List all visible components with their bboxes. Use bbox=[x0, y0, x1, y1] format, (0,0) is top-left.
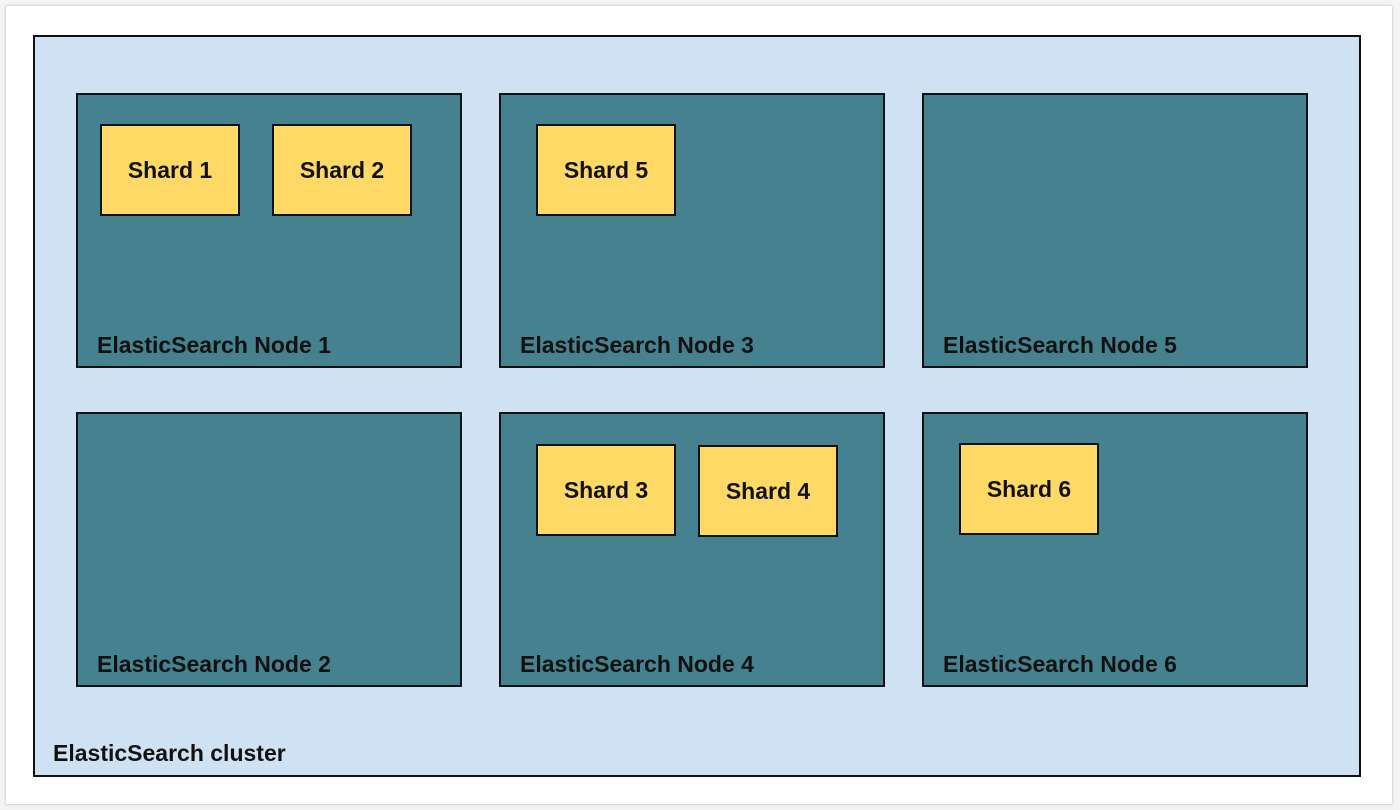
shard-2: Shard 2 bbox=[272, 124, 412, 216]
node-6-label: ElasticSearch Node 6 bbox=[943, 651, 1177, 677]
node-5-label: ElasticSearch Node 5 bbox=[943, 332, 1177, 358]
node-2 bbox=[76, 412, 462, 687]
node-1-label: ElasticSearch Node 1 bbox=[97, 332, 331, 358]
node-3-label: ElasticSearch Node 3 bbox=[520, 332, 754, 358]
shard-1: Shard 1 bbox=[100, 124, 240, 216]
node-4-label: ElasticSearch Node 4 bbox=[520, 651, 754, 677]
node-5 bbox=[922, 93, 1308, 368]
shard-4: Shard 4 bbox=[698, 445, 838, 537]
cluster-label: ElasticSearch cluster bbox=[53, 740, 286, 766]
node-2-label: ElasticSearch Node 2 bbox=[97, 651, 331, 677]
shard-6: Shard 6 bbox=[959, 443, 1099, 535]
shard-3: Shard 3 bbox=[536, 444, 676, 536]
shard-5: Shard 5 bbox=[536, 124, 676, 216]
